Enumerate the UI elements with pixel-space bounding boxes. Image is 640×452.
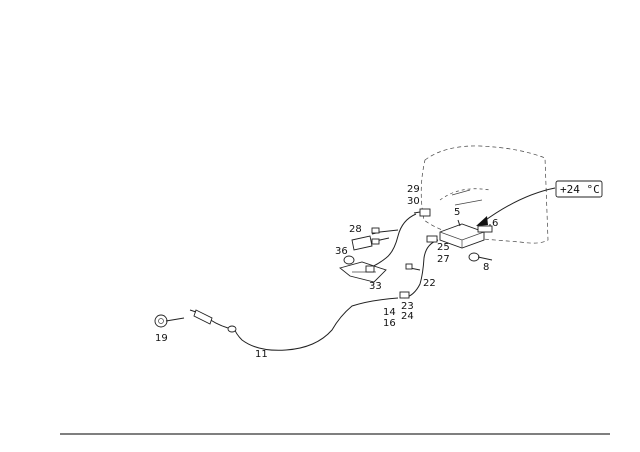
grommet [227,325,237,333]
callout-25: 25 [437,242,450,253]
connector-29-30 [413,208,431,217]
wiring-harness [204,213,439,351]
temperature-sensor-probe [189,309,213,325]
callout-29: 29 [407,184,420,195]
callout-5: 5 [454,207,460,218]
callout-33: 33 [369,281,382,292]
screw-8 [468,252,493,262]
callout-28: 28 [349,224,362,235]
callout-11: 11 [255,349,268,360]
callout-27: 27 [437,254,450,265]
sensor-module [439,219,493,249]
callout-8: 8 [483,262,489,273]
callout-19: 19 [155,333,168,344]
temperature-readout: +24 °C [560,183,600,196]
callout-labels: 29 30 5 6 28 25 27 36 8 22 33 23 24 14 1… [155,184,498,360]
connectors [371,227,438,299]
temperature-display: +24 °C [555,180,603,198]
callout-16: 16 [383,318,396,329]
callout-30: 30 [407,196,420,207]
callout-14: 14 [383,307,396,318]
callout-23: 23 [401,301,414,312]
bracket-33 [339,261,387,283]
bracket-28 [351,235,373,251]
callout-6: 6 [492,218,498,229]
callout-24: 24 [401,311,414,322]
screw-19 [154,314,185,328]
instrument-cluster-housing [420,145,549,244]
callout-22: 22 [423,278,436,289]
pointer-arrow [476,187,556,226]
callout-36: 36 [335,246,348,257]
clip-36 [343,255,355,265]
